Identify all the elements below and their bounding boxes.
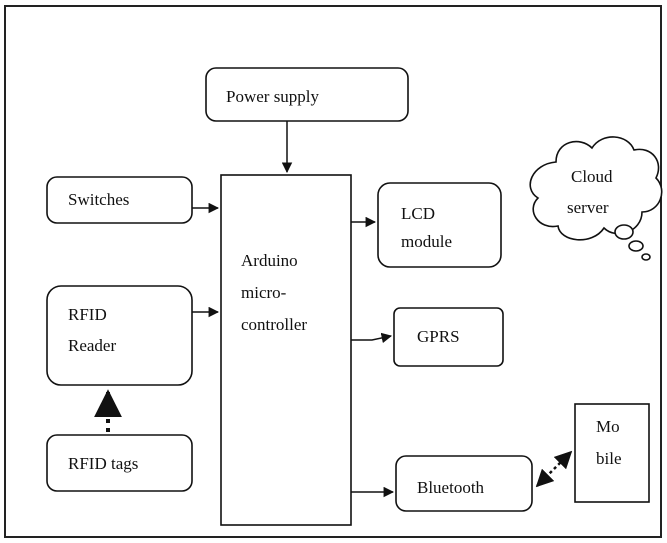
mobile-label-line2: bile [596, 449, 622, 468]
arduino-label-line1: Arduino [241, 251, 298, 270]
cloud-server-label-line2: server [567, 198, 609, 217]
lcd-module-label-line1: LCD [401, 204, 435, 223]
rfid-reader-label-line1: RFID [68, 305, 107, 324]
arduino-label-line2: micro- [241, 283, 287, 302]
rfid-tags-box [46, 434, 193, 492]
cloud-icon [529, 136, 663, 261]
rfid-tags-label: RFID tags [68, 454, 138, 473]
power-supply-box [205, 67, 409, 122]
power-supply-label: Power supply [226, 87, 320, 106]
rfid-reader-label-line2: Reader [68, 336, 116, 355]
lcd-module-box [377, 182, 502, 268]
bluetooth-label: Bluetooth [417, 478, 485, 497]
lcd-module-label-line2: module [401, 232, 452, 251]
arduino-label-line3: controller [241, 315, 307, 334]
switches-label: Switches [68, 190, 129, 209]
mobile-label-line1: Mo [596, 417, 620, 436]
arduino-box [220, 174, 352, 526]
bluetooth-box [395, 455, 533, 512]
gprs-box [393, 307, 504, 367]
gprs-label: GPRS [417, 327, 460, 346]
edge-bluetooth-mobile [535, 450, 573, 488]
mobile-box [574, 403, 650, 503]
rfid-reader-box [46, 285, 193, 386]
switches-box [46, 176, 193, 224]
edge-arduino-to-gprs [351, 332, 393, 344]
cloud-server-label-line1: Cloud [571, 167, 613, 186]
